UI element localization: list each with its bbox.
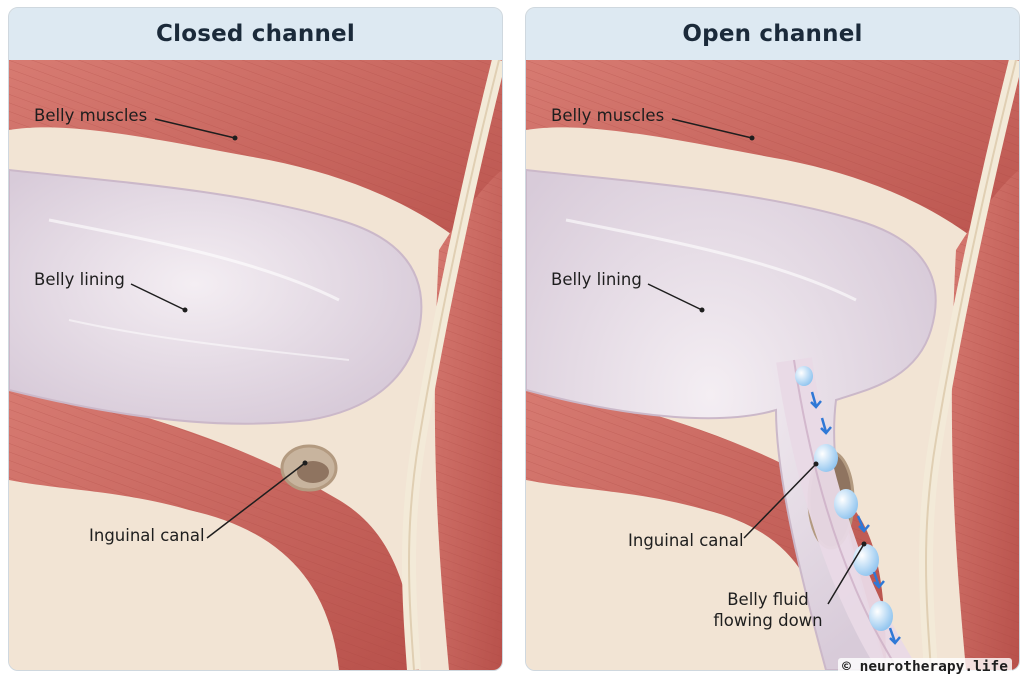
label-belly-fluid: Belly fluid flowing down [713, 590, 823, 630]
label-belly-lining: Belly lining [551, 270, 642, 289]
closed-channel-illustration [9, 60, 502, 670]
open-channel-panel: Open channel [525, 7, 1020, 671]
open-channel-illustration [526, 60, 1019, 670]
closed-channel-panel: Closed channel [8, 7, 503, 671]
flow-arrows [810, 391, 901, 645]
label-inguinal-canal: Inguinal canal [628, 531, 744, 550]
fluid-droplet [869, 601, 893, 631]
label-belly-muscles: Belly muscles [34, 106, 148, 125]
fluid-droplet [853, 544, 879, 576]
panel-title-closed: Closed channel [9, 8, 502, 61]
label-inguinal-canal: Inguinal canal [89, 526, 205, 545]
fluid-droplet [814, 444, 838, 472]
panel-title-open: Open channel [526, 8, 1019, 61]
label-belly-lining: Belly lining [34, 270, 125, 289]
label-belly-muscles: Belly muscles [551, 106, 665, 125]
watermark: © neurotherapy.life [838, 658, 1012, 676]
fluid-droplet [834, 489, 858, 519]
fluid-droplet [795, 366, 813, 386]
